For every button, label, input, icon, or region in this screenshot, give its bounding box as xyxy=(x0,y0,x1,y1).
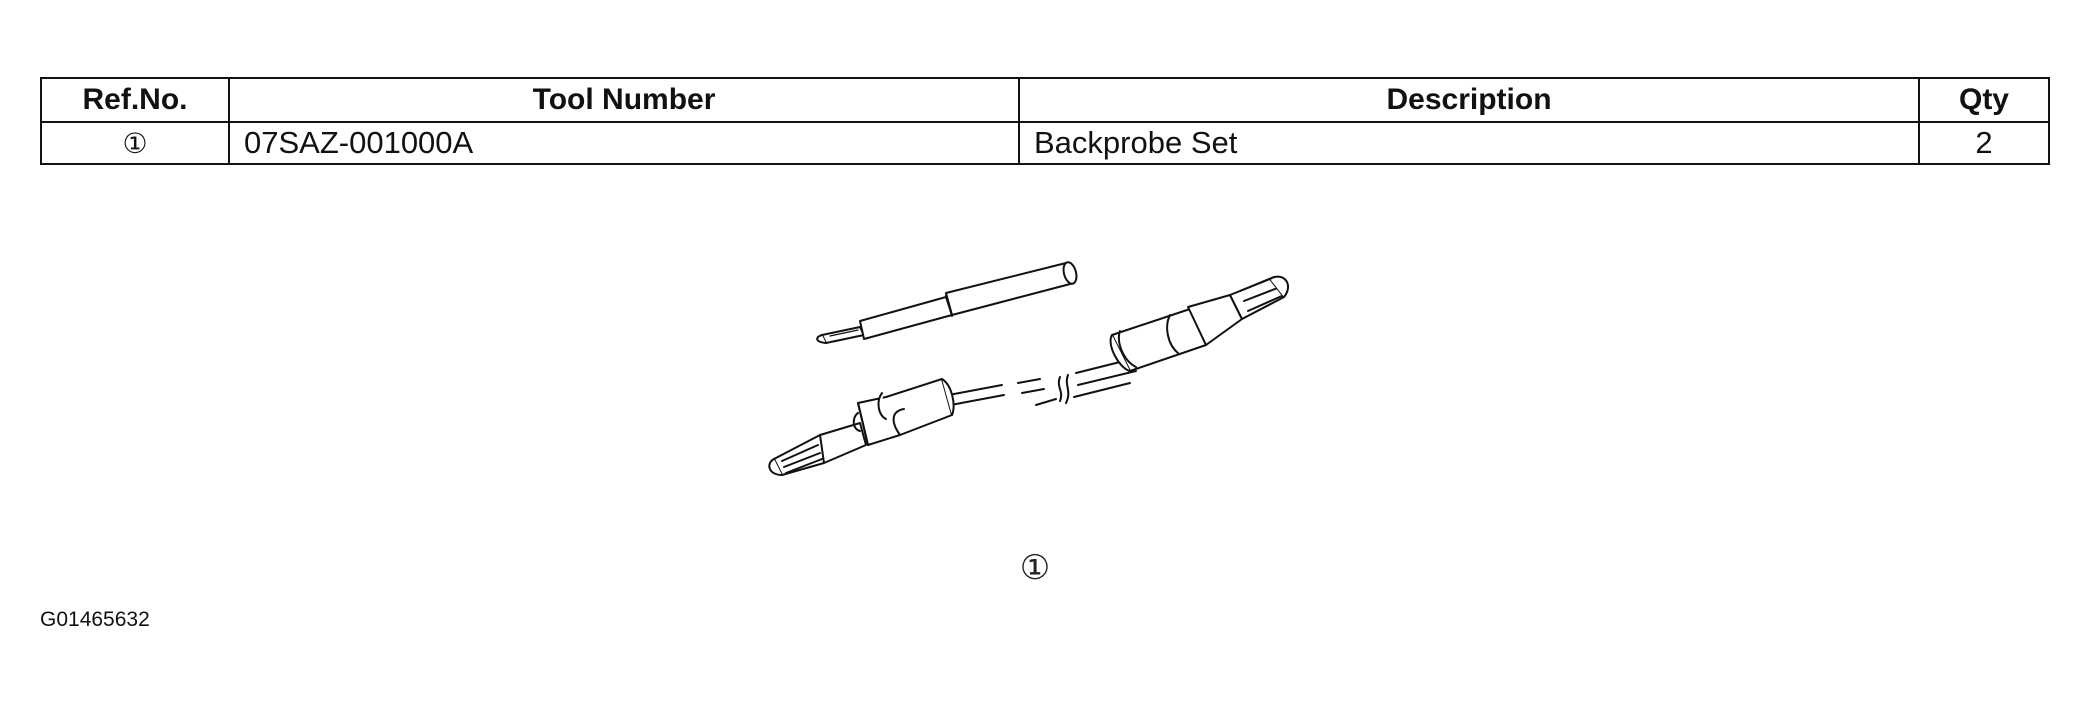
backprobe-set-illustration xyxy=(768,261,1289,476)
right-probe-connector xyxy=(1109,275,1289,372)
cell-description: Backprobe Set xyxy=(1018,121,1920,165)
header-description: Description xyxy=(1018,77,1920,123)
cell-qty: 2 xyxy=(1918,121,2050,165)
left-probe-connector xyxy=(768,378,955,476)
header-ref-no: Ref.No. xyxy=(40,77,230,123)
table-row: ① 07SAZ-001000A Backprobe Set 2 xyxy=(40,121,2050,165)
header-tool-number: Tool Number xyxy=(228,77,1020,123)
probe-pin-illustration xyxy=(816,261,1078,344)
probe-lead-wire xyxy=(937,358,1137,408)
table-header-row: Ref.No. Tool Number Description Qty xyxy=(40,77,2050,123)
cell-ref-no: ① xyxy=(40,121,230,165)
figure-id-label: G01465632 xyxy=(40,608,150,631)
cell-tool-number: 07SAZ-001000A xyxy=(228,121,1020,165)
header-qty: Qty xyxy=(1918,77,2050,123)
special-tools-table: Ref.No. Tool Number Description Qty ① 07… xyxy=(40,77,2050,165)
figure-ref-label: ① xyxy=(1019,548,1051,588)
